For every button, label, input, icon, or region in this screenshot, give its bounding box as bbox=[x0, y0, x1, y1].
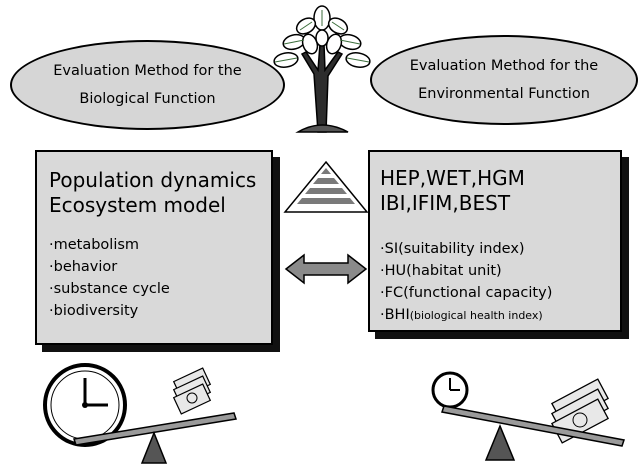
list-item: ·substance cycle bbox=[49, 281, 170, 297]
environmental-heading-1: HEP,WET,HGM bbox=[380, 166, 525, 190]
biological-heading-2: Ecosystem model bbox=[49, 193, 226, 217]
list-item: ·biodiversity bbox=[49, 303, 139, 319]
environmental-item-list: ·SI(suitability index) ·HU(habitat unit)… bbox=[380, 238, 620, 327]
list-item-text: ·HU(habitat unit) bbox=[380, 263, 502, 279]
environmental-oval-line1: Evaluation Method for the bbox=[409, 58, 599, 74]
list-item: ·metabolism bbox=[49, 237, 140, 253]
list-item-text: ·BHI bbox=[380, 307, 410, 323]
list-item: ·behavior bbox=[49, 259, 118, 275]
biological-method-box: Population dynamics Ecosystem model ·met… bbox=[35, 150, 273, 345]
biological-oval-line2: Biological Function bbox=[79, 91, 216, 107]
biological-function-oval: Evaluation Method for the Biological Fun… bbox=[10, 40, 285, 130]
seesaw-icon bbox=[441, 405, 625, 461]
list-item: ·BHI(biological health index) bbox=[380, 304, 620, 327]
biological-item-list: ·metabolism ·behavior ·substance cycle ·… bbox=[49, 234, 271, 322]
environmental-oval-line2: Environmental Function bbox=[418, 86, 590, 102]
environmental-function-oval: Evaluation Method for the Environmental … bbox=[370, 35, 638, 125]
list-item-note: (biological health index) bbox=[409, 309, 543, 322]
money-bundle-icon bbox=[172, 367, 212, 415]
list-item: ·FC(functional capacity) bbox=[380, 282, 620, 304]
list-item-text: ·SI(suitability index) bbox=[380, 241, 525, 257]
list-item: ·HU(habitat unit) bbox=[380, 260, 620, 282]
clock-icon bbox=[43, 363, 127, 447]
double-arrow-icon bbox=[284, 253, 368, 285]
biological-heading-1: Population dynamics bbox=[49, 168, 257, 192]
tree-icon bbox=[273, 5, 371, 133]
list-item: ·SI(suitability index) bbox=[380, 238, 620, 260]
environmental-method-box: HEP,WET,HGM IBI,IFIM,BEST ·SI(suitabilit… bbox=[368, 150, 622, 332]
environmental-heading-2: IBI,IFIM,BEST bbox=[380, 191, 511, 215]
biological-oval-line1: Evaluation Method for the bbox=[53, 63, 242, 79]
pyramid-icon bbox=[283, 160, 369, 213]
list-item-text: ·FC(functional capacity) bbox=[380, 285, 553, 301]
seesaw-icon bbox=[73, 412, 237, 464]
